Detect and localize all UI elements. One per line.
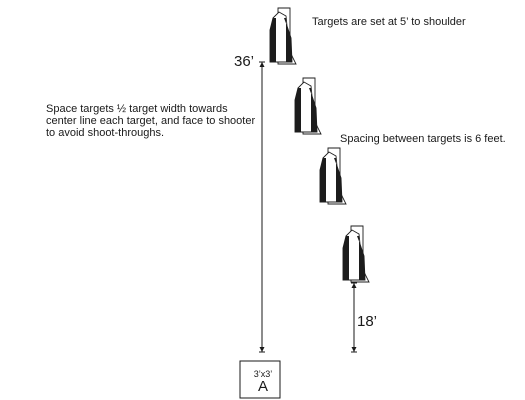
target-2: [294, 77, 322, 135]
dimension-line-long: [259, 61, 265, 353]
placement-note-line: Space targets ½ target width towards: [46, 103, 228, 115]
placement-note-line: center line each target, and face to sho…: [46, 115, 256, 127]
dimension-line-short: [351, 282, 357, 353]
distance-label-short: 18’: [357, 313, 378, 330]
shooting-box-size: 3’x3’: [253, 369, 273, 379]
distance-label-long: 36’: [234, 53, 255, 70]
shooting-box: [239, 360, 281, 399]
placement-note-line: to avoid shoot-throughs.: [46, 127, 165, 139]
target-1: [269, 7, 297, 65]
target-height-note: Targets are set at 5’ to shoulder: [312, 16, 466, 28]
target-3: [319, 147, 347, 205]
spacing-note: Spacing between targets is 6 feet.: [340, 133, 506, 145]
placement-note: Space targets ½ target width towards cen…: [46, 103, 255, 139]
shooting-box-label: A: [257, 378, 268, 395]
target-4: [342, 225, 370, 283]
